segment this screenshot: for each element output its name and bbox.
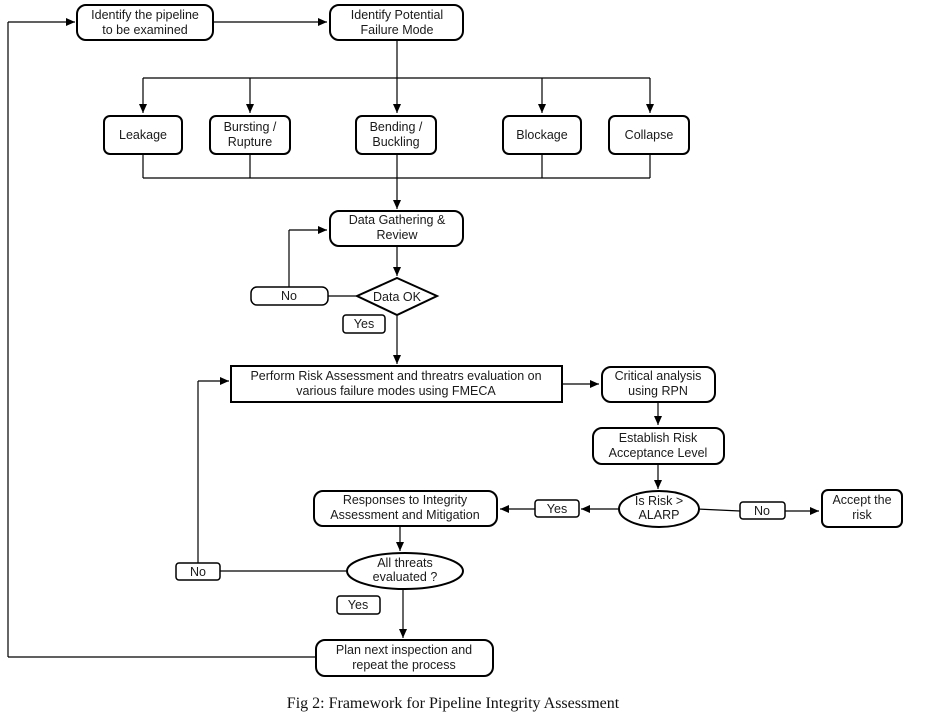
identify-pipeline-line-2: to be examined [102, 23, 188, 37]
node-bending: Bending /Buckling [355, 115, 437, 155]
box-yes-threats [336, 595, 381, 615]
bending-line-1: Bending / [370, 120, 423, 134]
connectors [7, 18, 819, 658]
bursting-line-2: Rupture [228, 135, 273, 149]
label-yes-data: Yes [342, 314, 386, 334]
leakage-label: Leakage [119, 128, 167, 142]
identify-pipeline-line-1: Identify the pipeline [91, 8, 199, 22]
box-yes-data [342, 314, 386, 334]
box-identify-pipeline [76, 4, 214, 41]
all-threats-line-2: evaluated ? [373, 570, 438, 584]
plan-next-line-2: repeat the process [352, 658, 456, 672]
box-establish-risk [592, 427, 725, 465]
label-no-threats: No [175, 562, 221, 581]
box-yes-risk [534, 499, 580, 518]
label-no-risk: No [739, 501, 786, 520]
node-bursting: Bursting /Rupture [209, 115, 291, 155]
label-no-data: No [250, 286, 329, 306]
figure-caption: Fig 2: Framework for Pipeline Integrity … [287, 695, 620, 712]
risk-assessment-line-1: Perform Risk Assessment and threatrs eva… [250, 369, 541, 383]
box-plan-next [315, 639, 494, 677]
no-risk-label: No [754, 504, 770, 518]
critical-analysis-line-2: using RPN [628, 384, 688, 398]
establish-risk-line-2: Acceptance Level [609, 446, 708, 460]
box-no-data [250, 286, 329, 306]
data-ok-label: Data OK [373, 290, 422, 304]
svg-text:Bending /Buckling: Bending /Buckling [370, 120, 423, 149]
svg-text:Is Risk >ALARP: Is Risk >ALARP [635, 494, 683, 522]
node-is-risk: Is Risk >ALARP [618, 490, 700, 528]
box-bursting [209, 115, 291, 155]
node-data-ok: Data OK [354, 276, 440, 317]
node-blockage: Blockage [502, 115, 582, 155]
box-critical-analysis [601, 366, 716, 403]
svg-text:Perform Risk Assessment and th: Perform Risk Assessment and threatrs eva… [250, 369, 541, 398]
yes-risk-label: Yes [547, 502, 567, 516]
ellipse-all-threats [346, 552, 464, 590]
critical-analysis-line-1: Critical analysis [615, 369, 702, 383]
accept-risk-line-1: Accept the [832, 493, 891, 507]
responses-line-2: Assessment and Mitigation [330, 508, 479, 522]
diamond-data-ok [354, 276, 440, 317]
risk-assessment-line-2: various failure modes using FMECA [296, 384, 496, 398]
svg-text:Data Gathering &Review: Data Gathering &Review [349, 213, 446, 242]
box-no-threats [175, 562, 221, 581]
box-no-risk [739, 501, 786, 520]
svg-text:Bursting /Rupture: Bursting /Rupture [224, 120, 277, 149]
responses-line-1: Responses to Integrity [343, 493, 468, 507]
collapse-label: Collapse [625, 128, 674, 142]
data-gathering-line-1: Data Gathering & [349, 213, 446, 227]
is-risk-line-2: ALARP [639, 508, 680, 522]
is-risk-line-1: Is Risk > [635, 494, 683, 508]
node-collapse: Collapse [608, 115, 690, 155]
yes-threats-label: Yes [348, 598, 368, 612]
no-threats-label: No [190, 565, 206, 579]
label-yes-risk: Yes [534, 499, 580, 518]
identify-failure-line-2: Failure Mode [361, 23, 434, 37]
all-threats-line-1: All threats [377, 556, 433, 570]
box-risk-assessment [230, 365, 563, 403]
blockage-label: Blockage [516, 128, 567, 142]
box-data-gathering [329, 210, 464, 247]
box-bending [355, 115, 437, 155]
label-yes-threats: Yes [336, 595, 381, 615]
box-collapse [608, 115, 690, 155]
bending-line-2: Buckling [372, 135, 419, 149]
ellipse-is-risk [618, 490, 700, 528]
line-is-risk-to-no [696, 508, 741, 512]
no-data-label: No [281, 289, 297, 303]
bursting-line-1: Bursting / [224, 120, 277, 134]
box-identify-failure [329, 4, 464, 41]
node-data-gathering: Data Gathering &Review [329, 210, 464, 247]
identify-failure-line-1: Identify Potential [351, 8, 443, 22]
plan-next-line-1: Plan next inspection and [336, 643, 472, 657]
node-leakage: Leakage [103, 115, 183, 155]
data-gathering-line-2: Review [377, 228, 419, 242]
yes-data-label: Yes [354, 317, 374, 331]
node-risk-assessment: Perform Risk Assessment and threatrs eva… [230, 365, 563, 403]
accept-risk-line-2: risk [852, 508, 872, 522]
box-responses [313, 490, 498, 527]
box-leakage [103, 115, 183, 155]
box-blockage [502, 115, 582, 155]
establish-risk-line-1: Establish Risk [619, 431, 698, 445]
box-accept-risk [821, 489, 903, 528]
